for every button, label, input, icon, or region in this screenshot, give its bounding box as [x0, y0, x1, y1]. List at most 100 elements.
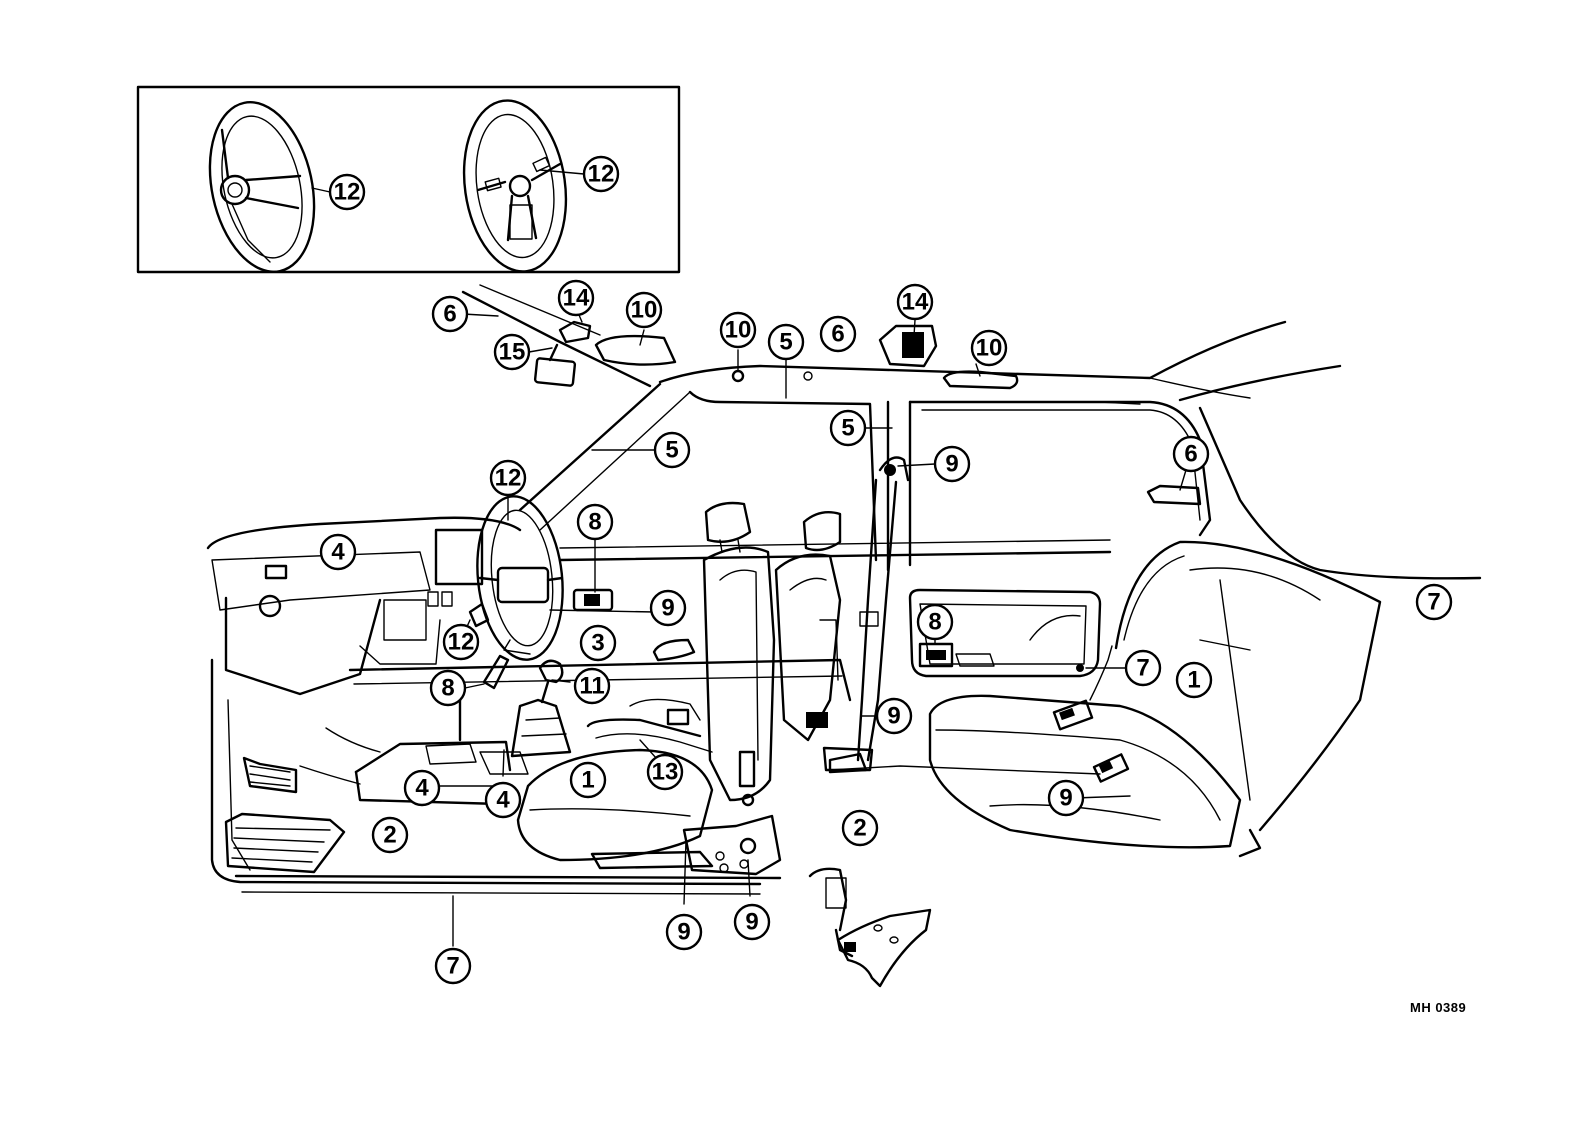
callout-12: 12	[489, 459, 527, 497]
svg-text:9: 9	[661, 595, 674, 622]
svg-text:9: 9	[1059, 785, 1072, 812]
svg-text:1: 1	[581, 767, 594, 794]
callout-2: 2	[371, 816, 409, 854]
callout-1: 1	[569, 761, 607, 799]
svg-text:12: 12	[334, 179, 361, 206]
center-pillar-seat-belt	[822, 456, 910, 772]
callout-10: 10	[625, 291, 663, 329]
callout-9: 9	[933, 445, 971, 483]
steering-wheel-variant-right	[462, 99, 568, 273]
dashboard	[206, 516, 522, 696]
svg-text:8: 8	[588, 509, 601, 536]
svg-text:5: 5	[779, 329, 792, 356]
callout-11: 11	[573, 667, 611, 705]
inset-frame	[136, 85, 681, 274]
passenger-seat	[774, 511, 842, 742]
diagram-reference-code: MH 0389	[1410, 1000, 1467, 1015]
callout-9: 9	[875, 697, 913, 735]
callout-8: 8	[429, 669, 467, 707]
svg-text:14: 14	[563, 285, 590, 312]
callout-7: 7	[434, 947, 472, 985]
svg-text:9: 9	[887, 703, 900, 730]
callout-14: 14	[557, 279, 595, 317]
svg-text:4: 4	[415, 775, 429, 802]
shift-lever	[510, 659, 572, 758]
callout-5: 5	[829, 409, 867, 447]
roof-clip	[803, 371, 813, 381]
footrest	[242, 756, 298, 794]
floor-mat	[224, 812, 346, 874]
callout-6: 6	[819, 315, 857, 353]
door-handle	[652, 638, 696, 662]
callout-4: 4	[403, 769, 441, 807]
svg-text:8: 8	[928, 609, 941, 636]
callout-10: 10	[970, 329, 1008, 367]
callout-5: 5	[653, 431, 691, 469]
seat-belt-buckle	[808, 867, 932, 988]
callout-9: 9	[733, 903, 771, 941]
svg-text:6: 6	[1184, 441, 1197, 468]
svg-text:9: 9	[677, 919, 690, 946]
svg-text:4: 4	[496, 787, 510, 814]
rear-quarter-trim	[1099, 401, 1482, 580]
callout-12: 12	[442, 623, 480, 661]
callout-12: 12	[328, 173, 366, 211]
rear-view-mirror	[533, 320, 592, 387]
ignition-switch	[468, 602, 490, 628]
svg-text:9: 9	[745, 909, 758, 936]
callout-5: 5	[767, 323, 805, 361]
assist-grip	[942, 370, 1019, 390]
svg-text:14: 14	[902, 289, 929, 316]
rear-door-trim	[908, 588, 1102, 678]
roof-clip	[731, 369, 745, 383]
callout-10: 10	[719, 311, 757, 349]
callout-15: 15	[493, 333, 531, 371]
parking-brake	[586, 698, 713, 753]
svg-text:2: 2	[853, 815, 866, 842]
rear-window-switch	[918, 642, 954, 668]
floor-carpet	[210, 658, 1101, 895]
svg-text:4: 4	[331, 539, 345, 566]
dome-light	[878, 324, 938, 368]
svg-text:7: 7	[446, 953, 459, 980]
callout-2: 2	[841, 809, 879, 847]
svg-text:10: 10	[725, 317, 752, 344]
svg-text:2: 2	[383, 822, 396, 849]
svg-text:11: 11	[579, 673, 604, 700]
svg-text:3: 3	[591, 630, 604, 657]
svg-text:7: 7	[1427, 589, 1440, 616]
door-opening-weatherstrips	[518, 382, 1212, 572]
svg-text:13: 13	[652, 759, 679, 786]
steering-wheel-variant-left	[208, 101, 316, 273]
svg-text:8: 8	[441, 675, 454, 702]
svg-text:15: 15	[499, 339, 526, 366]
callout-bubbles: 12 12 6 14 10 15 10 5 6 14 10 5 5 6 12 9…	[319, 155, 1453, 985]
callout-12: 12	[582, 155, 620, 193]
driver-seat	[516, 501, 782, 876]
svg-text:5: 5	[841, 415, 854, 442]
coat-hook	[1146, 484, 1202, 506]
svg-text:9: 9	[945, 451, 958, 478]
callout-4: 4	[484, 781, 522, 819]
callout-13: 13	[646, 753, 684, 791]
svg-text:12: 12	[448, 629, 475, 656]
steering-wheel	[476, 495, 564, 661]
callout-14: 14	[896, 283, 934, 321]
callout-6: 6	[1172, 435, 1210, 473]
rear-seat	[928, 540, 1382, 858]
svg-text:12: 12	[495, 465, 522, 492]
door-switch	[572, 588, 614, 612]
svg-text:6: 6	[443, 301, 456, 328]
callout-3: 3	[579, 624, 617, 662]
callout-4: 4	[319, 533, 357, 571]
callout-8: 8	[576, 503, 614, 541]
svg-text:5: 5	[665, 437, 678, 464]
callout-6: 6	[431, 295, 469, 333]
roof-headliner	[461, 284, 1342, 402]
svg-text:6: 6	[831, 321, 844, 348]
callout-8: 8	[916, 603, 954, 641]
callout-7: 7	[1415, 583, 1453, 621]
inset-steering-wheel-variants	[136, 85, 681, 274]
callout-9: 9	[1047, 779, 1085, 817]
